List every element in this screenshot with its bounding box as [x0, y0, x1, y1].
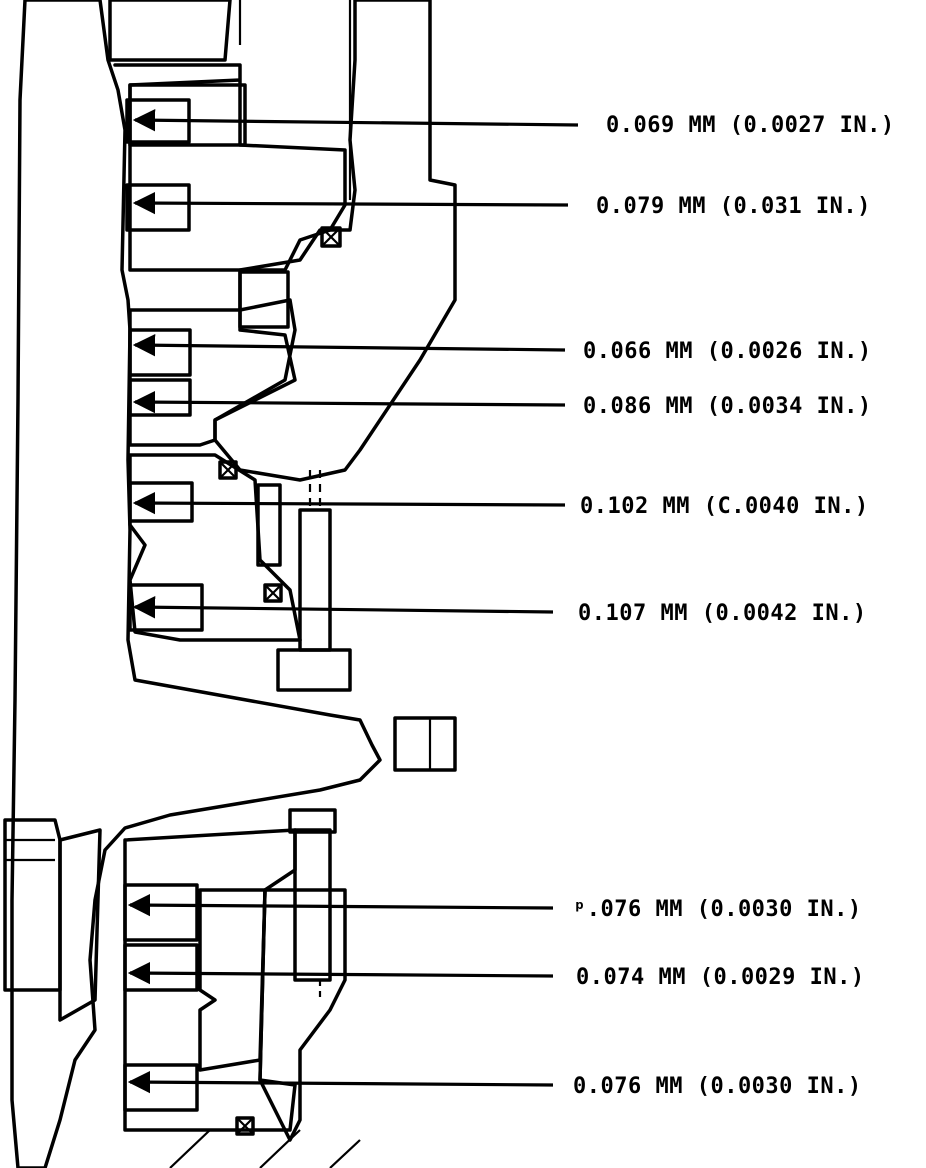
callout-label-2: 0.079 MM (0.031 IN.)	[596, 194, 871, 219]
leader-6	[132, 596, 554, 619]
callout-label-4: 0.086 MM (0.0034 IN.)	[583, 394, 872, 419]
callout-labels: 0.069 MM (0.0027 IN.) 0.079 MM (0.031 IN…	[573, 113, 895, 1099]
leader-3	[132, 334, 566, 357]
seal-carrier-2	[128, 308, 297, 447]
seal-carrier-1	[113, 63, 347, 272]
rotor-shaft	[10, 0, 382, 1168]
callout-label-8: 0.074 MM (0.0029 IN.)	[576, 965, 865, 990]
leader-9	[127, 1070, 554, 1094]
spacer-plate	[238, 270, 290, 329]
leader-8	[127, 961, 554, 985]
seal-carrier-3	[128, 453, 302, 642]
leader-4	[132, 390, 566, 414]
leader-5	[132, 491, 566, 515]
lower-left-housing	[3, 818, 102, 1022]
callout-label-7: ᵖ.076 MM (0.0030 IN.)	[573, 897, 862, 922]
lower-seal-housing	[123, 828, 361, 1168]
leader-7	[127, 893, 554, 917]
callout-label-6: 0.107 MM (0.0042 IN.)	[578, 601, 867, 626]
leader-2	[132, 191, 569, 215]
upper-stator	[108, 0, 457, 482]
callout-label-3: 0.066 MM (0.0026 IN.)	[583, 339, 872, 364]
leader-1	[132, 109, 579, 132]
callout-label-5: 0.102 MM (C.0040 IN.)	[580, 494, 869, 519]
leader-lines	[127, 109, 579, 1094]
callout-label-9: 0.076 MM (0.0030 IN.)	[573, 1074, 862, 1099]
rotor-disk-flange	[393, 716, 457, 772]
callout-label-1: 0.069 MM (0.0027 IN.)	[606, 113, 895, 138]
